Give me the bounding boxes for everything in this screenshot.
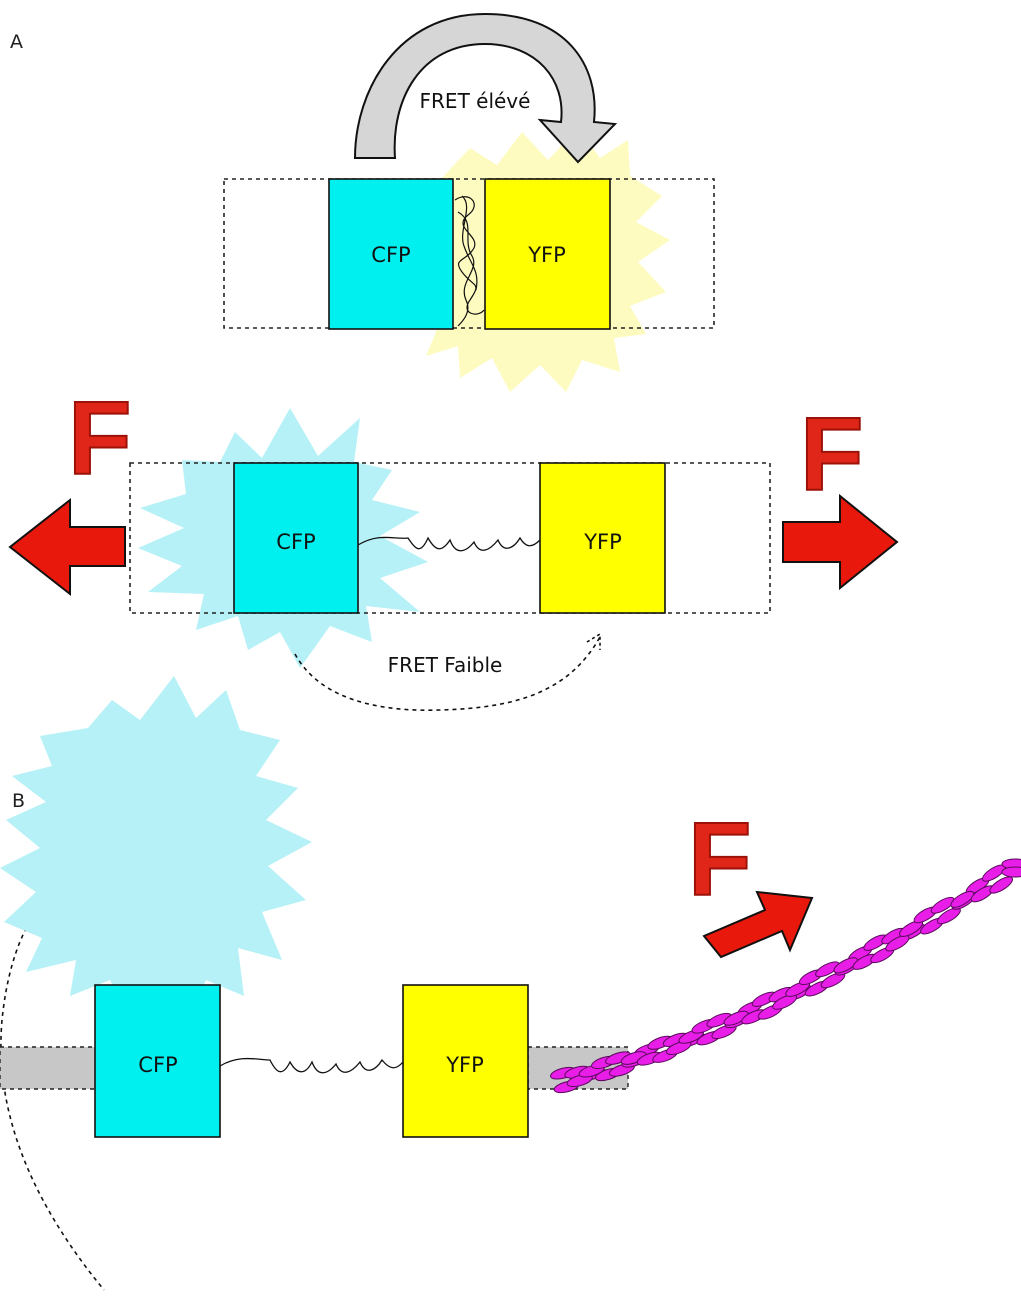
low-fret-transfer-arrow xyxy=(294,636,601,712)
panel-a-label: A xyxy=(10,31,23,53)
stretched-linker-b xyxy=(219,1057,404,1074)
yfp-label-b: YFP xyxy=(445,1053,484,1077)
high-fret-transfer-arrow xyxy=(353,12,618,164)
actin-subunit xyxy=(772,994,798,1010)
cfp-label-b: CFP xyxy=(138,1053,177,1077)
actin-subunit xyxy=(989,876,1014,894)
low-fret-arrowhead xyxy=(586,632,601,650)
yfp-label-a: YFP xyxy=(527,243,566,267)
sensor-outline-stretched xyxy=(129,462,771,614)
cfp-box-b xyxy=(94,984,221,1138)
cfp-box-a xyxy=(328,178,454,330)
cfp-label-a: CFP xyxy=(371,243,410,267)
actin-subunit xyxy=(885,934,910,952)
compressed-linker xyxy=(454,195,485,327)
stretched-linker xyxy=(357,536,541,552)
high-fret-label: FRET élévé xyxy=(420,89,531,113)
cfp-box-stretched xyxy=(233,462,359,614)
yfp-box-b xyxy=(402,984,529,1138)
right-force-arrow xyxy=(782,493,899,591)
actin-subunit xyxy=(665,1040,692,1055)
left-force-label: F xyxy=(68,381,132,497)
right-force-label: F xyxy=(800,397,864,513)
actin-filament xyxy=(550,858,1021,1094)
sensor-outline-compact xyxy=(223,178,715,329)
actin-subunit xyxy=(930,896,955,914)
actin-subunit xyxy=(936,907,961,925)
yfp-box-stretched xyxy=(539,462,666,614)
actin-subunit xyxy=(833,957,858,974)
panel-b-label: B xyxy=(12,790,25,812)
low-fret-label: FRET Faible xyxy=(388,653,503,677)
membrane-anchor-bar xyxy=(0,1046,99,1090)
actin-force-arrow xyxy=(702,890,814,959)
yfp-box-a xyxy=(484,178,611,330)
actin-subunit xyxy=(566,1074,593,1088)
actin-force-label: F xyxy=(688,802,752,918)
actin-subunit xyxy=(723,1010,749,1026)
actin-subunit xyxy=(950,890,975,908)
yfp-label-stretched: YFP xyxy=(583,530,622,554)
actin-subunit xyxy=(1001,866,1021,878)
actin-subunit xyxy=(620,1051,647,1065)
left-force-arrow xyxy=(8,497,126,597)
cfp-label-stretched: CFP xyxy=(276,530,315,554)
cfp-emission-glow-b xyxy=(0,676,312,1018)
